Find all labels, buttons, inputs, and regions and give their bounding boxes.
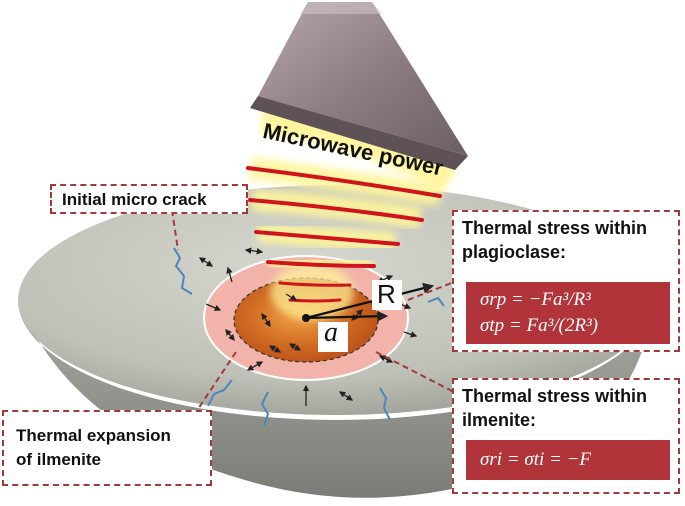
wave-line — [278, 281, 352, 287]
ilmenite-title-line1: Thermal stress within — [462, 386, 648, 406]
wave-line — [254, 230, 400, 246]
wave-line — [248, 198, 424, 222]
stress-arrow — [378, 355, 394, 363]
stress-arrow — [226, 266, 233, 283]
plagioclase-tangential-equation: σtp = Fa³/(2R³) — [480, 315, 599, 336]
plagioclase-leader-line — [407, 281, 455, 301]
initial-crack-box: Initial micro crack — [50, 184, 248, 214]
radius-arrows — [302, 280, 435, 352]
plagioclase-equation-box: σrp = −Fa³/R³ σtp = Fa³/(2R³) — [466, 282, 670, 344]
expansion-leader-line — [195, 351, 237, 413]
stress-arrow — [205, 303, 222, 311]
expansion-label-line1: Thermal expansion — [16, 426, 171, 445]
plagioclase-radial-equation: σrp = −Fa³/R³ — [480, 289, 591, 310]
plagioclase-title-line1: Thermal stress within — [462, 218, 648, 238]
radius-R-label-bg — [372, 280, 402, 310]
stress-arrow — [403, 331, 418, 338]
ilmenite-equation: σri = σti = −F — [480, 449, 592, 470]
crack-leader-line — [171, 209, 179, 251]
radius-a-label-bg — [318, 322, 348, 352]
crack-line — [207, 379, 233, 407]
stress-arrow — [338, 391, 354, 401]
stress-arrow — [351, 309, 363, 321]
center-point — [302, 314, 310, 322]
initial-crack-label: Initial micro crack — [62, 190, 207, 209]
crack-line — [260, 391, 270, 427]
plagioclase-box: Thermal stress within plagioclase: σrp =… — [452, 210, 680, 352]
stress-arrow — [244, 247, 264, 255]
crack-line — [427, 296, 445, 307]
ilmenite-equation-box: σri = σti = −F — [466, 440, 670, 480]
wave-line — [246, 166, 442, 198]
radius-a-arrow — [305, 310, 389, 322]
radius-a-label: a — [324, 317, 338, 348]
stress-arrow — [198, 257, 214, 267]
radius-R-arrow — [305, 282, 435, 320]
expansion-box: Thermal expansion of ilmenite — [2, 410, 212, 486]
crack-line — [173, 247, 193, 295]
wave-line — [266, 260, 376, 268]
stress-arrow — [288, 343, 302, 351]
stress-arrow — [246, 361, 264, 371]
stress-arrow — [225, 328, 235, 342]
expansion-label-line2: of ilmenite — [16, 450, 102, 469]
microwave-horn-icon — [250, 2, 468, 170]
ilmenite-title-line2: ilmenite: — [462, 410, 537, 430]
stress-arrow — [261, 312, 271, 328]
ilmenite-box: Thermal stress within ilmenite: σri = σt… — [452, 378, 680, 494]
crack-line — [379, 387, 391, 421]
plagioclase-title-line2: plagioclase: — [462, 242, 567, 262]
stress-arrow — [268, 345, 282, 353]
microwave-waves — [246, 166, 442, 303]
leader-lines — [171, 209, 455, 413]
micro-cracks — [173, 247, 445, 427]
radius-R-label: R — [377, 279, 396, 309]
wave-line — [288, 298, 342, 303]
stress-arrow — [285, 293, 298, 301]
ilmenite-leader-line — [375, 351, 455, 393]
